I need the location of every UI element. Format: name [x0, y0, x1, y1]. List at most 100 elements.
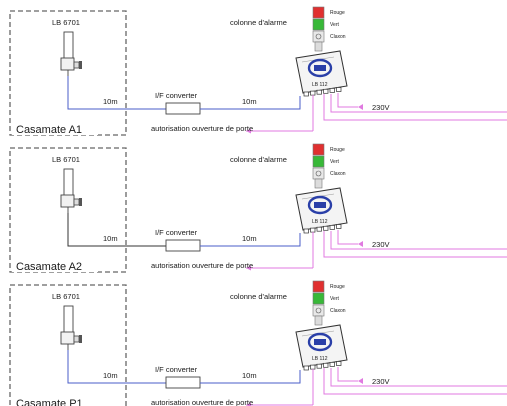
if-converter	[165, 102, 201, 115]
controller-label: LB 112	[312, 356, 328, 362]
door-authorisation-label: autorisation ouverture de porte	[151, 124, 253, 133]
output-line-2	[330, 94, 507, 113]
power-line	[337, 230, 358, 245]
controller-terminal	[329, 362, 335, 367]
casemate-label: Casamate A2	[16, 261, 82, 273]
lamp-green	[312, 18, 325, 31]
column-mast	[314, 315, 323, 326]
horn-icon	[315, 307, 322, 314]
controller-terminal	[316, 226, 322, 232]
door-arrow-icon	[246, 128, 251, 134]
controller-cable	[200, 233, 301, 247]
controller-terminal	[323, 362, 329, 368]
casemate-unit	[9, 6, 507, 136]
right-cable-length: 10m	[242, 371, 257, 380]
column-mast	[314, 178, 323, 189]
controller-terminal	[336, 224, 342, 229]
controller-label: LB 112	[312, 219, 328, 225]
horn-icon	[315, 33, 322, 40]
sensor-label: LB 6701	[52, 155, 80, 164]
lamp-label-rouge: Rouge	[330, 284, 345, 290]
sensor-connector	[73, 335, 80, 343]
converter-label: I/F converter	[155, 91, 198, 100]
column-mast	[314, 41, 323, 52]
lamp-label-rouge: Rouge	[330, 10, 345, 16]
sensor-body	[60, 57, 75, 71]
lamp-green	[312, 155, 325, 168]
power-arrow-icon	[358, 104, 363, 110]
alarm-column-label: colonne d'alarme	[230, 18, 287, 27]
sensor-body	[60, 331, 75, 345]
controller-cable	[200, 96, 301, 110]
controller-terminal	[303, 228, 309, 234]
sensor-tube	[63, 31, 74, 60]
controller-housing	[295, 324, 348, 368]
power-arrow-icon	[358, 378, 363, 384]
controller-logo-bar	[314, 65, 326, 71]
casemate-label: Casamate A1	[16, 124, 82, 136]
left-cable-length: 10m	[103, 97, 118, 106]
sensor-plug	[79, 198, 82, 206]
controller-terminal	[323, 88, 329, 94]
alarm-column-label: colonne d'alarme	[230, 292, 287, 301]
controller-lb112	[295, 50, 348, 97]
left-cable-length: 10m	[103, 234, 118, 243]
sensor-plug	[79, 61, 82, 69]
controller-terminal	[336, 361, 342, 366]
sensor-cable	[67, 76, 166, 110]
controller-housing	[295, 187, 348, 231]
controller-logo-bar	[314, 202, 326, 208]
sensor-cable	[67, 350, 166, 384]
door-authorisation-label: autorisation ouverture de porte	[151, 261, 253, 270]
controller-housing	[295, 50, 348, 94]
casemate-unit	[9, 280, 507, 406]
controller-cable	[200, 370, 301, 384]
lamp-label-claxon: Claxon	[330, 171, 346, 177]
controller-logo-icon	[307, 58, 333, 78]
lamp-label-vert: Vert	[330, 159, 340, 165]
horn-icon	[315, 170, 322, 177]
controller-terminal	[303, 365, 309, 371]
power-label: 230V	[372, 240, 390, 249]
controller-terminal	[336, 87, 342, 92]
controller-logo-bar	[314, 339, 326, 345]
controller-terminal	[323, 225, 329, 231]
lamp-green	[312, 292, 325, 305]
power-label: 230V	[372, 103, 390, 112]
lamp-label-rouge: Rouge	[330, 147, 345, 153]
controller-logo-icon	[307, 332, 333, 352]
door-arrow-icon	[246, 402, 251, 406]
controller-terminal	[310, 90, 316, 96]
casemate-label: Casamate P1	[16, 398, 83, 406]
output-line-2	[330, 231, 507, 250]
sensor-tube	[63, 168, 74, 197]
controller-terminal	[316, 89, 322, 95]
horn-unit	[312, 304, 325, 317]
if-converter	[165, 239, 201, 252]
output-line-1	[323, 231, 507, 258]
lamp-red	[312, 280, 325, 293]
controller-terminal	[303, 91, 309, 97]
controller-label: LB 112	[312, 82, 328, 88]
lamp-label-vert: Vert	[330, 22, 340, 28]
casemate-unit	[9, 143, 507, 273]
casemate-enclosure	[9, 284, 127, 406]
sensor-plug	[79, 335, 82, 343]
right-cable-length: 10m	[242, 97, 257, 106]
sensor-label: LB 6701	[52, 292, 80, 301]
output-line-2	[330, 368, 507, 387]
output-line-1	[323, 94, 507, 121]
converter-label: I/F converter	[155, 228, 198, 237]
controller-lb112	[295, 187, 348, 234]
casemate-label-bg	[12, 121, 98, 135]
controller-terminal	[329, 88, 335, 93]
power-line	[337, 367, 358, 382]
power-label: 230V	[372, 377, 390, 386]
lamp-label-claxon: Claxon	[330, 34, 346, 40]
if-converter	[165, 376, 201, 389]
sensor-connector	[73, 198, 80, 206]
casemate-label-bg	[12, 258, 98, 272]
lamp-red	[312, 6, 325, 19]
power-line	[337, 93, 358, 108]
